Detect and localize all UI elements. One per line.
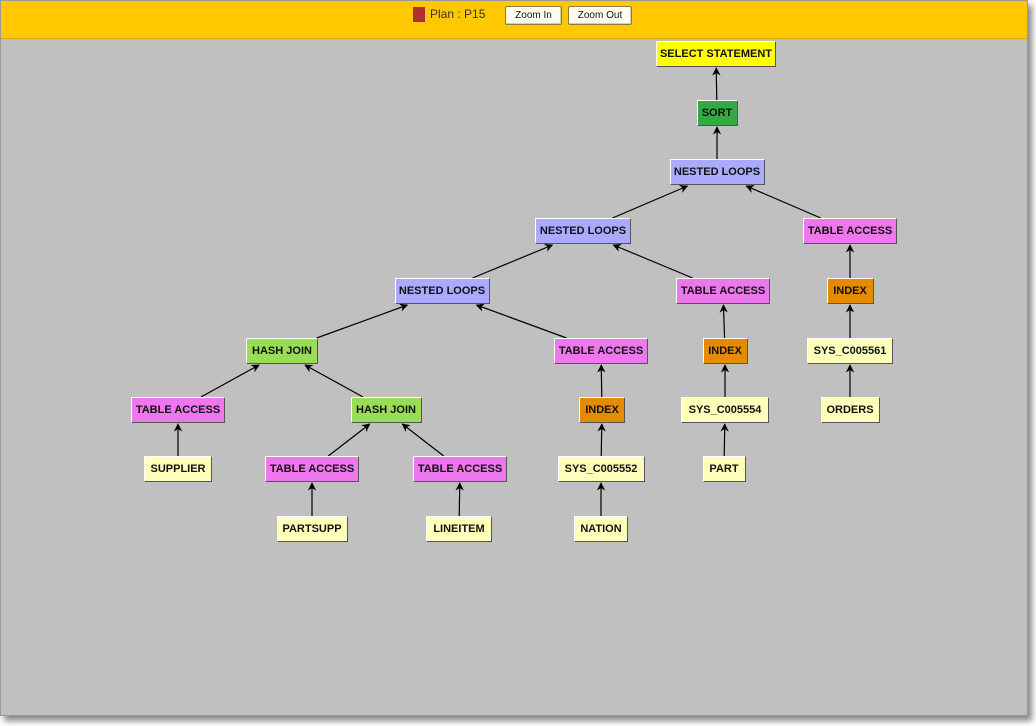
plan-node-object[interactable]: SYS_C005552 (557, 456, 645, 482)
plan-label: Plan : P15 (430, 7, 486, 21)
plan-node-index[interactable]: INDEX (579, 397, 625, 423)
plan-edge-arrow (327, 423, 371, 457)
plan-edge-arrow (475, 303, 567, 339)
plan-node-table-access[interactable]: TABLE ACCESS (265, 456, 359, 482)
plan-node-object[interactable]: SYS_C005554 (681, 397, 769, 423)
plan-node-object[interactable]: ORDERS (820, 397, 880, 423)
plan-edge-arrow (712, 67, 721, 101)
plan-node-table-access[interactable]: TABLE ACCESS (554, 338, 648, 364)
plan-edge-arrow (612, 244, 693, 279)
plan-viewer-window: Plan : P15 Zoom In Zoom Out SELECT STATE… (0, 0, 1028, 716)
plan-node-nested-loops[interactable]: NESTED LOOPS (669, 159, 765, 185)
plan-node-object[interactable]: SUPPLIER (144, 456, 212, 482)
zoom-in-button[interactable]: Zoom In (505, 6, 562, 25)
plan-node-table-access[interactable]: TABLE ACCESS (676, 278, 770, 304)
plan-node-object[interactable]: LINEITEM (426, 516, 492, 542)
plan-node-hash-join[interactable]: HASH JOIN (350, 397, 422, 423)
toolbar: Plan : P15 Zoom In Zoom Out (1, 1, 1027, 39)
plan-edge-arrow (720, 423, 729, 457)
plan-edge-arrow (719, 304, 728, 339)
plan-node-object[interactable]: SYS_C005561 (807, 338, 893, 364)
plan-edge-arrow (304, 364, 364, 398)
plan-node-index[interactable]: INDEX (702, 338, 748, 364)
plan-edge-arrow (401, 423, 445, 457)
plan-edges (173, 67, 855, 517)
plan-node-sort[interactable]: SORT (696, 100, 738, 126)
plan-node-object[interactable]: PART (702, 456, 746, 482)
plan-edge-arrow (612, 185, 689, 219)
plan-edge-arrow (455, 482, 464, 517)
zoom-out-button[interactable]: Zoom Out (568, 6, 632, 25)
plan-node-table-access[interactable]: TABLE ACCESS (131, 397, 225, 423)
plan-edge-arrow (597, 423, 606, 457)
plan-node-object[interactable]: NATION (574, 516, 628, 542)
plan-node-nested-loops[interactable]: NESTED LOOPS (394, 278, 490, 304)
plan-node-table-access[interactable]: TABLE ACCESS (803, 218, 897, 244)
plan-edge-arrow (200, 364, 260, 398)
plan-node-nested-loops[interactable]: NESTED LOOPS (535, 218, 631, 244)
plan-node-hash-join[interactable]: HASH JOIN (246, 338, 318, 364)
plan-node-select[interactable]: SELECT STATEMENT (656, 41, 776, 67)
plan-edge-arrow (316, 303, 409, 339)
plan-edge-arrow (745, 185, 821, 219)
plan-edge-arrow (472, 244, 554, 279)
plan-node-index[interactable]: INDEX (826, 278, 874, 304)
plan-node-table-access[interactable]: TABLE ACCESS (413, 456, 507, 482)
plan-color-swatch (413, 7, 425, 22)
plan-edge-arrow (597, 364, 606, 398)
plan-node-object[interactable]: PARTSUPP (276, 516, 348, 542)
